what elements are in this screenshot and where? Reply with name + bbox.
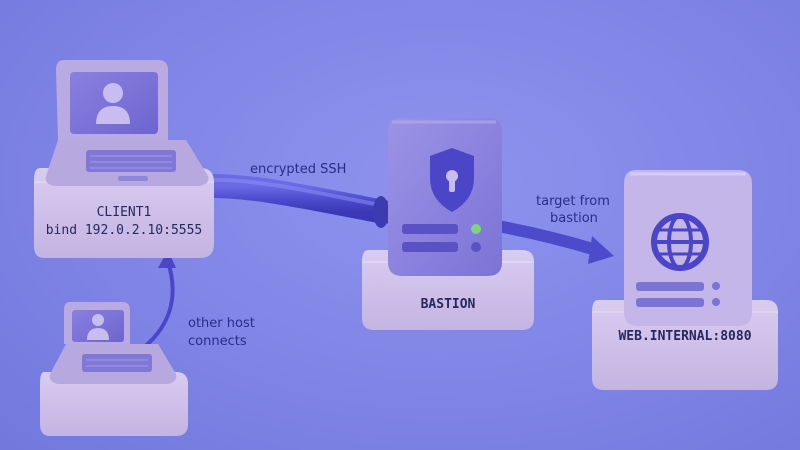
arrow-right-icon — [588, 236, 614, 264]
client-bind-address: bind 192.0.2.10:5555 — [45, 223, 203, 238]
other-host-caption-line2: connects — [188, 334, 247, 349]
bastion-name-label: BASTION — [420, 297, 476, 312]
target-connector — [492, 220, 614, 264]
other-host-caption-line1: other host — [188, 316, 255, 331]
target-edge-label-line2: bastion — [550, 211, 598, 226]
target-edge-label-line1: target from — [536, 194, 610, 209]
globe-icon — [651, 213, 709, 271]
keyboard-icon — [86, 150, 176, 172]
other-host-laptop-node — [40, 302, 188, 436]
client-laptop-node — [34, 60, 214, 258]
shield-lock-icon — [430, 148, 474, 212]
client-name-label: CLIENT1 — [96, 205, 152, 220]
ssh-edge-label: encrypted SSH — [250, 162, 347, 177]
web-server-node — [592, 170, 778, 390]
other-host-connector — [136, 250, 176, 354]
ssh-tunnel-connector — [188, 173, 396, 228]
web-name-label: WEB.INTERNAL:8080 — [618, 329, 752, 344]
bastion-server-node — [362, 118, 534, 330]
user-icon — [96, 83, 130, 124]
user-icon — [87, 314, 109, 340]
